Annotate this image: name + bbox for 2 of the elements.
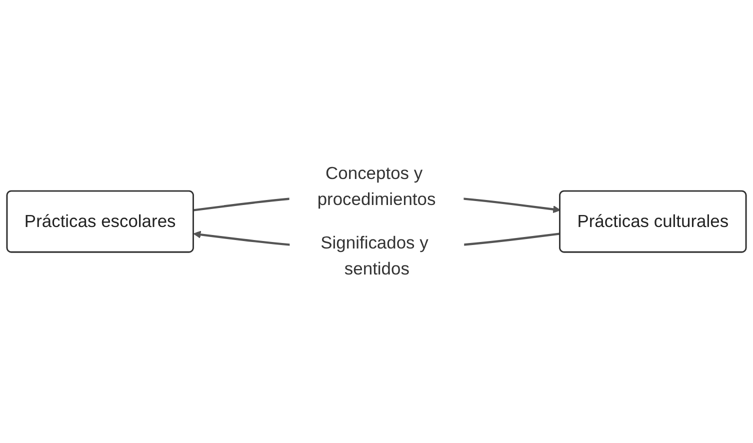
edge-label: Significados y sentidos [320,234,428,280]
edge-label: Conceptos y procedimientos [317,164,436,210]
